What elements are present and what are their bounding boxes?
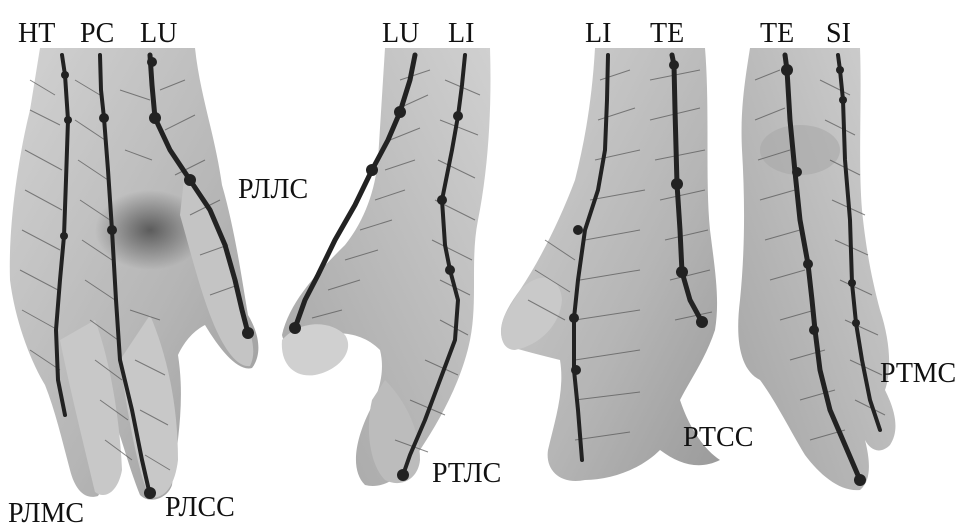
acupoint-dot <box>676 266 688 278</box>
acupoint-dot <box>696 316 708 328</box>
acupoint-dot <box>571 365 581 375</box>
acupoint-dot <box>437 195 447 205</box>
hand-3-silhouette <box>501 48 720 481</box>
label-rtss: РТСС <box>683 422 753 453</box>
acupoint-dot <box>453 111 463 121</box>
label-lu-palm: LU <box>140 18 177 49</box>
acupoint-dot <box>854 474 866 486</box>
acupoint-dot <box>839 96 847 104</box>
label-li-dorsal: LI <box>585 18 611 49</box>
acupoint-dot <box>107 225 117 235</box>
acupoint-dot <box>144 487 156 499</box>
acupoint-dot <box>445 265 455 275</box>
label-te-ulnar: TE <box>760 18 794 49</box>
hand-palm-view <box>10 48 259 500</box>
hand-ulnar-view <box>738 48 895 490</box>
hand-dorsal-view <box>501 48 720 481</box>
acupoint-dot <box>397 469 409 481</box>
acupoint-dot <box>569 313 579 323</box>
acupoint-dot <box>852 319 860 327</box>
acupoint-dot <box>147 57 157 67</box>
acupoint-dot <box>99 113 109 123</box>
acupoint-dot <box>671 178 683 190</box>
acupoint-dot <box>781 64 793 76</box>
label-rtls: РТЛС <box>432 458 501 489</box>
acupoint-dot <box>366 164 378 176</box>
label-lu-radial: LU <box>382 18 419 49</box>
acupoint-dot <box>803 259 813 269</box>
acupoint-dot <box>184 174 196 186</box>
acupoint-dot <box>289 322 301 334</box>
acupoint-dot <box>242 327 254 339</box>
acupoint-dot <box>64 116 72 124</box>
acupoint-dot <box>60 232 68 240</box>
label-rtms: РТМС <box>880 358 956 389</box>
acupoint-dot <box>848 279 856 287</box>
acupoint-dot <box>809 325 819 335</box>
acupoint-dot <box>669 60 679 70</box>
label-li-radial: LI <box>448 18 474 49</box>
label-rlms: РЛМС <box>8 498 84 526</box>
label-te-dorsal: TE <box>650 18 684 49</box>
meridian-labels: HT PC LU LU LI LI TE TE SI <box>18 18 851 49</box>
label-rlss: РЛСС <box>165 492 235 523</box>
label-si: SI <box>826 18 851 49</box>
label-rlls: РЛЛС <box>238 174 308 205</box>
acupoint-dot <box>394 106 406 118</box>
hand-4-silhouette <box>738 48 895 490</box>
label-pc: PC <box>80 18 114 49</box>
acupoint-dot <box>573 225 583 235</box>
acupoint-dot <box>836 66 844 74</box>
acupoint-dot <box>792 167 802 177</box>
acupoint-dot <box>61 71 69 79</box>
label-ht: HT <box>18 18 55 49</box>
hand-4-knuckle <box>760 125 840 175</box>
acupoint-dot <box>149 112 161 124</box>
